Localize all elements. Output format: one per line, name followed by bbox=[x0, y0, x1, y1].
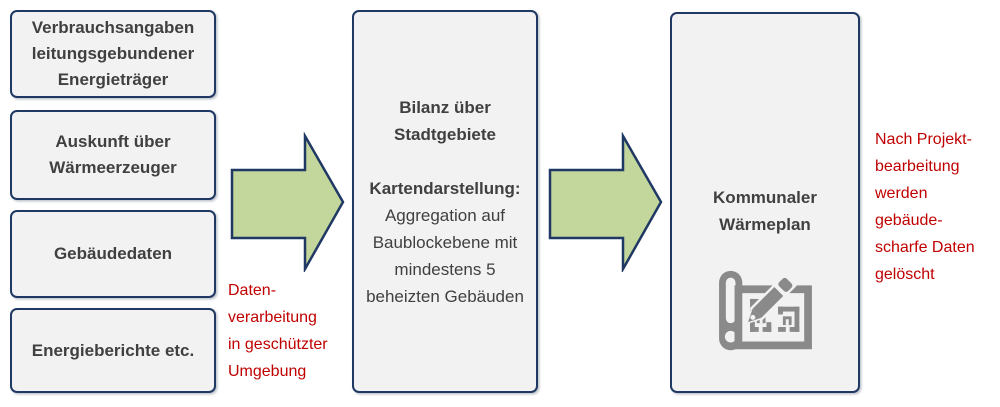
flow-arrow-right bbox=[548, 132, 663, 272]
source-box-label: Auskunft über Wärmeerzeuger bbox=[49, 132, 177, 177]
source-box-label: Gebäudedaten bbox=[53, 244, 173, 263]
source-box-label: Verbrauchsangaben leitungsgebundener Ene… bbox=[31, 18, 195, 89]
blueprint-pencil-icon bbox=[718, 270, 812, 351]
result-box-waermeplan: Kommunaler Wärmeplan bbox=[670, 12, 860, 393]
process-note: Daten- verarbeitung in geschützter Umgeb… bbox=[228, 282, 328, 380]
result-box-title: Kommunaler Wärmeplan bbox=[713, 188, 817, 234]
center-box-body: Aggregation auf Baublockebene mit mindes… bbox=[366, 205, 524, 306]
source-box-label: Energieberichte etc. bbox=[31, 340, 195, 360]
result-note: Nach Projekt- bearbeitung werden gebäude… bbox=[875, 131, 975, 283]
source-box-verbrauchsangaben: Verbrauchsangaben leitungsgebundener Ene… bbox=[10, 10, 216, 98]
source-box-energieberichte: Energieberichte etc. bbox=[10, 308, 216, 393]
center-box-title: Bilanz über Stadtgebiete bbox=[393, 97, 497, 144]
source-box-gebaeudedaten: Gebäudedaten bbox=[10, 210, 216, 298]
flow-arrow-left bbox=[230, 132, 345, 272]
source-box-waermeerzeuger: Auskunft über Wärmeerzeuger bbox=[10, 110, 216, 200]
center-box-subtitle: Kartendarstellung: bbox=[369, 178, 521, 198]
center-box-bilanz: Bilanz über Stadtgebiete Kartendarstellu… bbox=[352, 10, 538, 393]
